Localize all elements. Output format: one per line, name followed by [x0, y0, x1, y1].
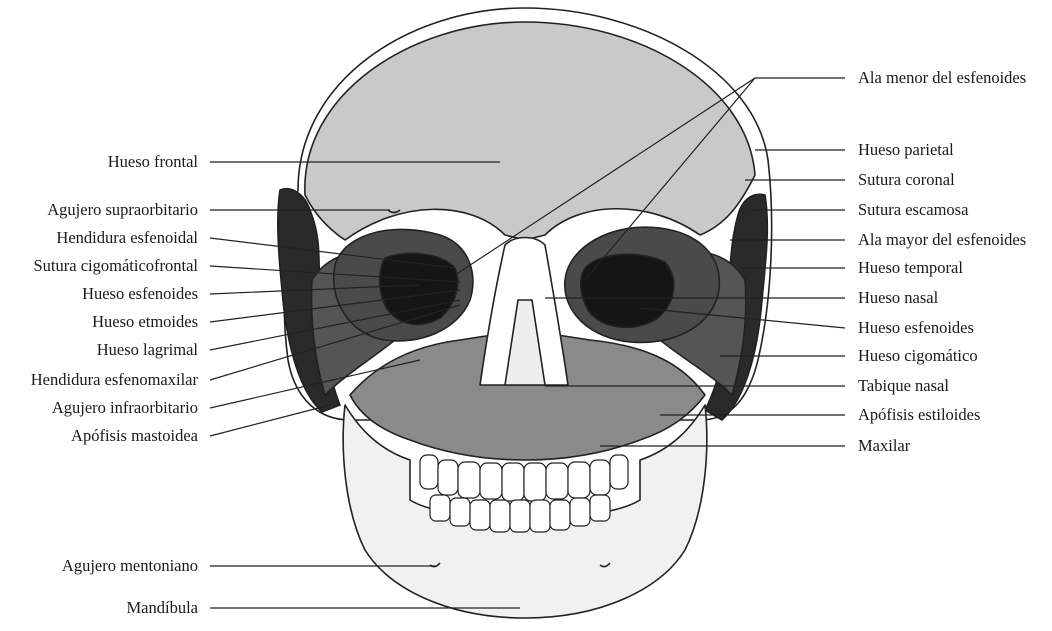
label-hendidura-esfenoidal: Hendidura esfenoidal — [56, 228, 198, 247]
label-hueso-nasal: Hueso nasal — [858, 288, 939, 307]
label-sutura-cigomaticofrontal: Sutura cigomáticofrontal — [34, 256, 199, 275]
lower-teeth — [430, 495, 610, 532]
label-ala-menor-esfenoides: Ala menor del esfenoides — [858, 68, 1026, 87]
skull-figure — [278, 8, 772, 618]
label-agujero-infraorbitario: Agujero infraorbitario — [52, 398, 198, 417]
label-hueso-temporal: Hueso temporal — [858, 258, 963, 277]
label-hendidura-esfenomaxilar: Hendidura esfenomaxilar — [31, 370, 199, 389]
label-mandibula: Mandíbula — [127, 598, 199, 617]
orbit-right-deep — [581, 254, 674, 327]
label-agujero-supraorbitario: Agujero supraorbitario — [47, 200, 198, 219]
label-hueso-esfenoides-left: Hueso esfenoides — [82, 284, 198, 303]
label-hueso-cigomatico: Hueso cigomático — [858, 346, 978, 365]
label-ala-mayor-esfenoides: Ala mayor del esfenoides — [858, 230, 1026, 249]
label-sutura-escamosa: Sutura escamosa — [858, 200, 969, 219]
label-apofisis-estiloides: Apófisis estiloides — [858, 405, 980, 424]
labels-left: Hueso frontal Agujero supraorbitario Hen… — [31, 152, 199, 617]
label-sutura-coronal: Sutura coronal — [858, 170, 955, 189]
upper-teeth — [420, 455, 628, 501]
label-agujero-mentoniano: Agujero mentoniano — [62, 556, 198, 575]
label-hueso-parietal: Hueso parietal — [858, 140, 954, 159]
label-tabique-nasal: Tabique nasal — [858, 376, 949, 395]
labels-right: Ala menor del esfenoides Hueso parietal … — [858, 68, 1026, 455]
label-hueso-frontal: Hueso frontal — [108, 152, 199, 171]
label-hueso-esfenoides-right: Hueso esfenoides — [858, 318, 974, 337]
label-maxilar: Maxilar — [858, 436, 911, 455]
label-hueso-etmoides: Hueso etmoides — [92, 312, 198, 331]
label-hueso-lagrimal: Hueso lagrimal — [97, 340, 199, 359]
label-apofisis-mastoidea: Apófisis mastoidea — [71, 426, 199, 445]
